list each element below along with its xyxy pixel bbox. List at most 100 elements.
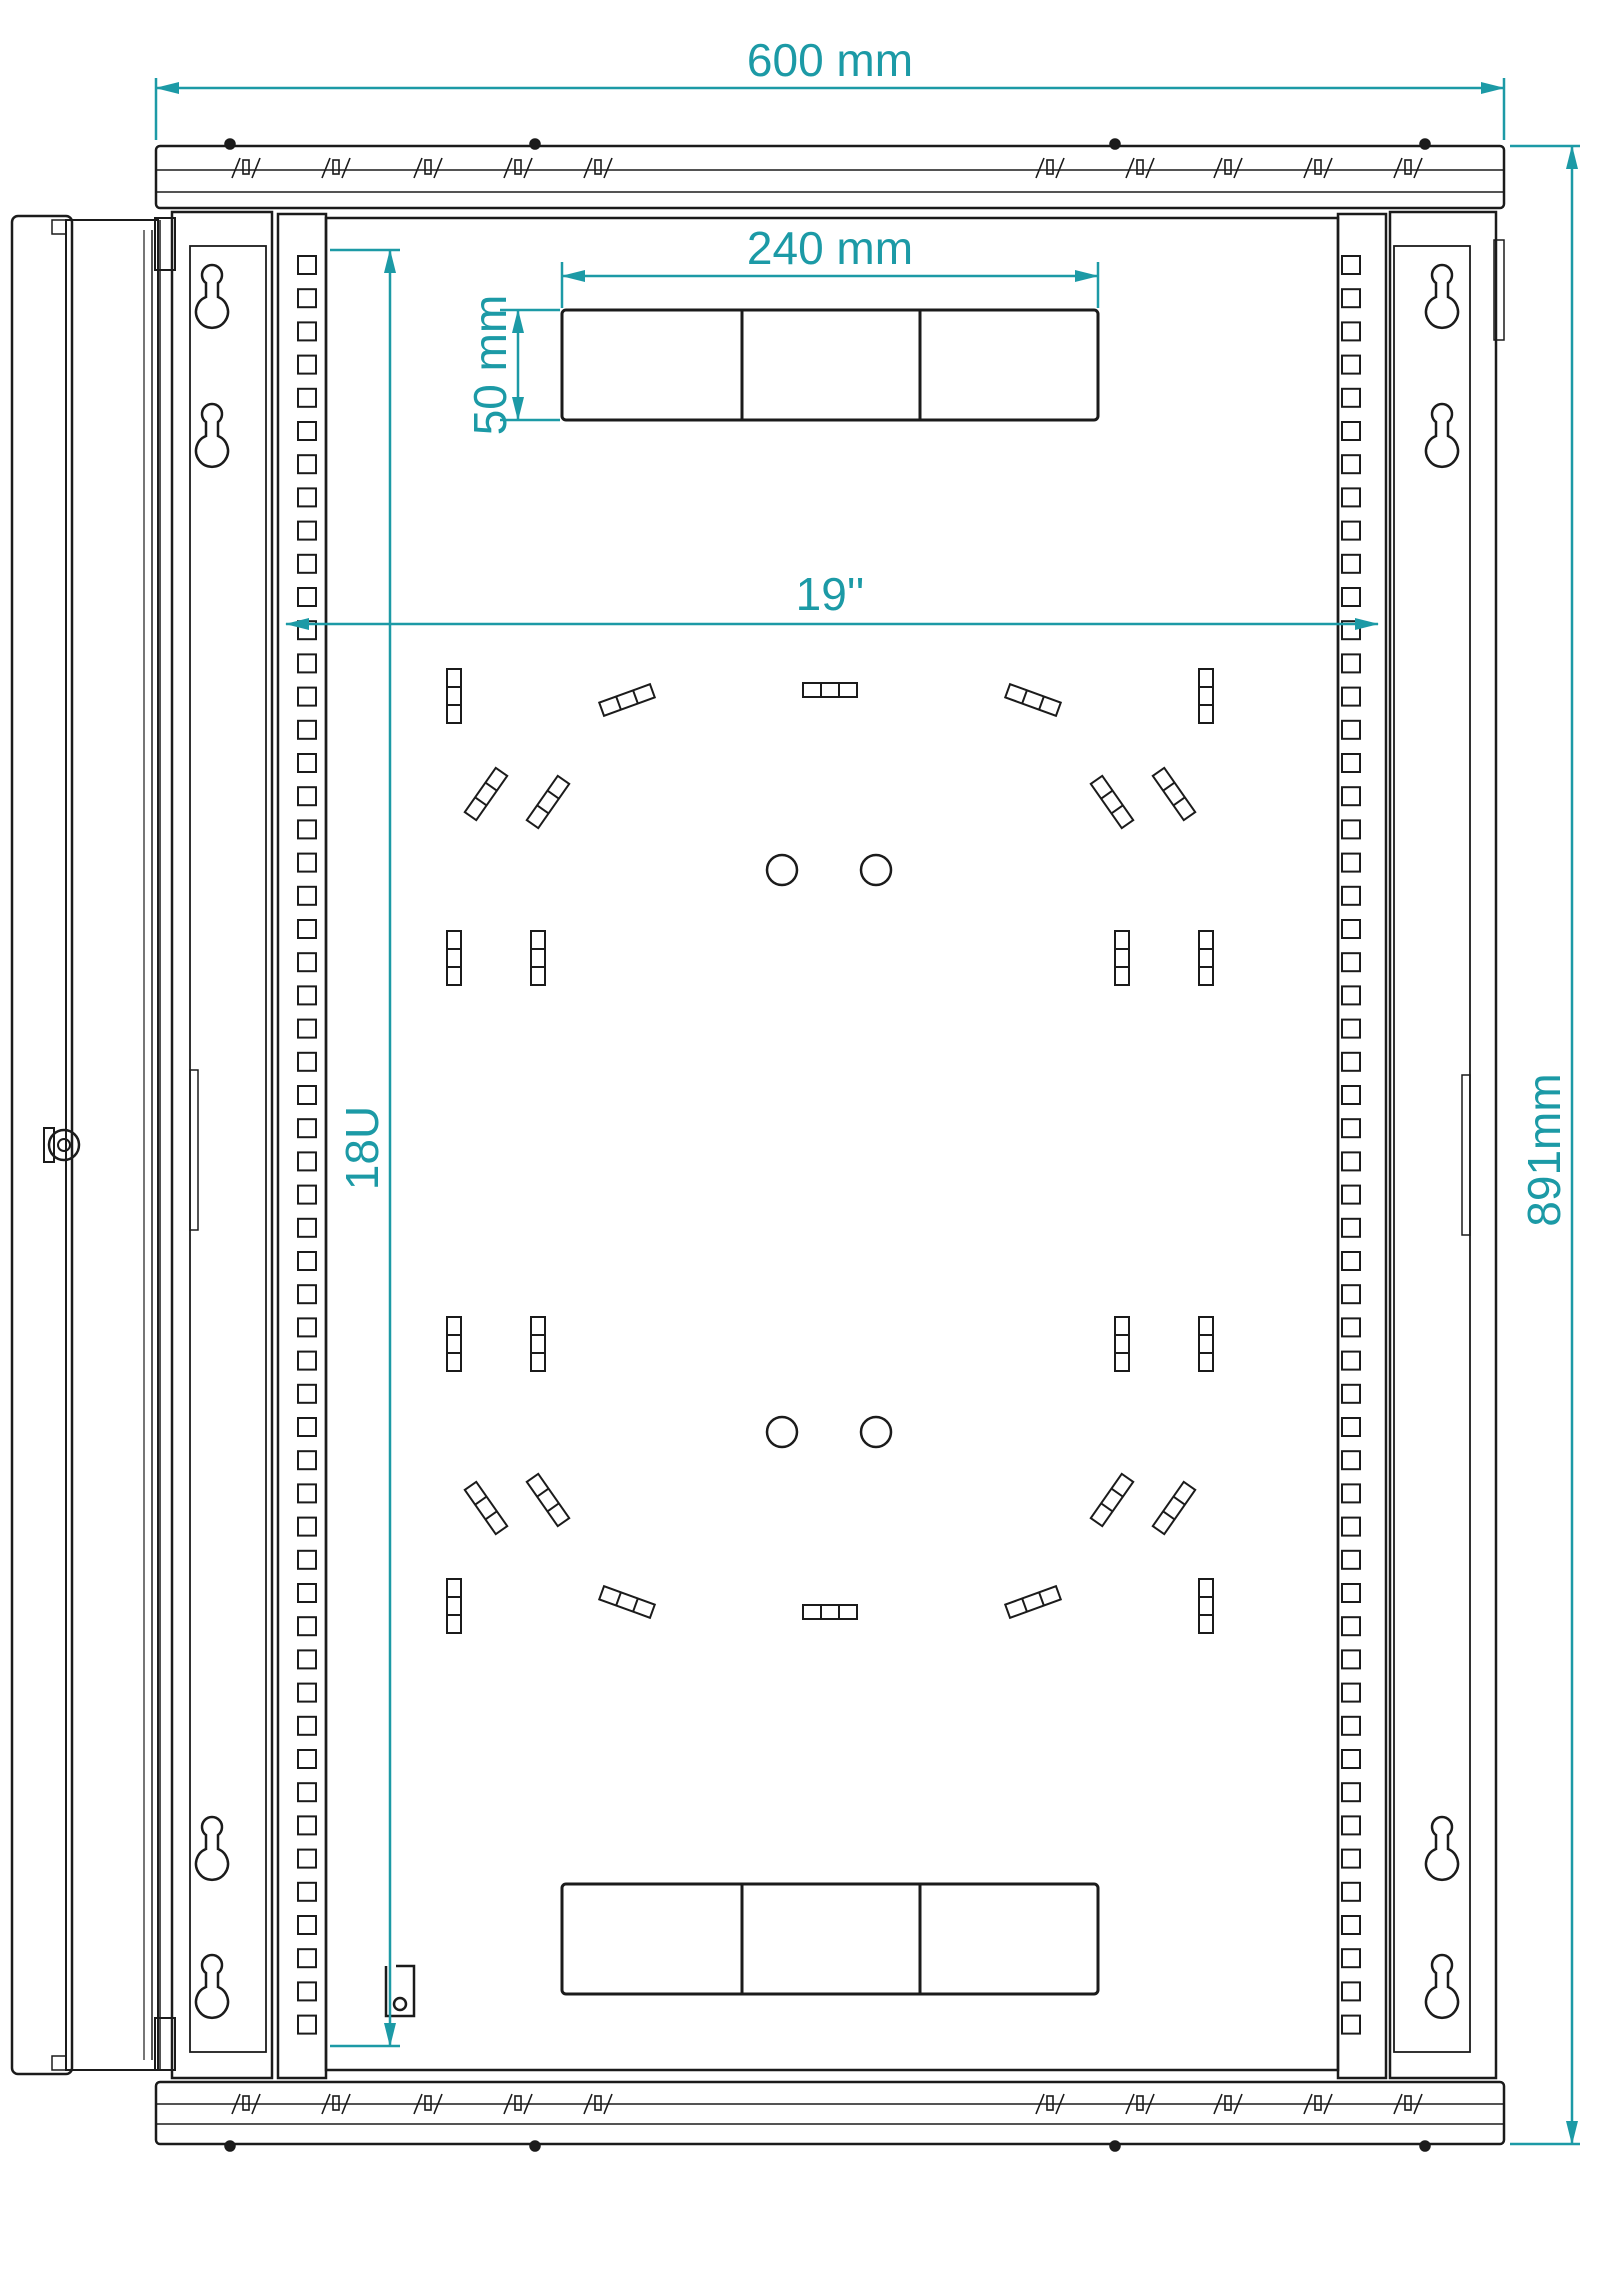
panel-slot [446,1316,462,1372]
right-side-wall [1388,210,1498,2080]
upright-hole [297,1749,317,1769]
vent-slot [1404,159,1412,175]
upright-hole [297,1649,317,1670]
upright-hole [297,985,317,1006]
panel-slot [525,774,571,830]
upright-hole [297,786,317,807]
upright-hole [1341,1085,1361,1105]
upright-hole [1341,885,1361,906]
upright-hole [1341,1151,1361,1172]
panel-slot [1151,766,1197,822]
upright-hole [297,1018,317,1039]
panel-slot [525,1472,571,1528]
upright-hole [297,1085,317,1105]
upright-hole [1341,1483,1361,1504]
upright-hole [1341,1682,1361,1703]
upright-hole [1341,587,1361,607]
upright-hole [297,653,317,674]
upright-hole [1341,686,1361,707]
vent-slot [523,157,533,179]
upright-hole [297,1583,317,1603]
vent-slot [1035,2093,1045,2115]
vent-slot [1046,159,1054,175]
left-side-wall [170,210,274,2080]
upright-hole [297,454,317,475]
upright-hole [1341,719,1361,740]
upright-hole [1341,1118,1361,1139]
upright-hole [297,1715,317,1736]
upright-hole [297,288,317,309]
vent-slot [1314,2095,1322,2111]
rail-vent-slots [231,157,1423,2115]
upright-hole [297,1051,317,1072]
upright-hole [297,686,317,707]
vent-slot [1055,157,1065,179]
vent-slot [1125,2093,1135,2115]
upright-hole [297,1184,317,1205]
upright-hole [297,520,317,541]
upright-hole [297,1251,317,1271]
upright-hole [1341,1749,1361,1769]
panel-slot [1151,1480,1197,1536]
upright-hole [297,719,317,740]
vent-slot [583,157,593,179]
vent-slot [514,2095,522,2111]
upright-hole [297,1350,317,1371]
upright-hole [1341,653,1361,674]
vent-slot [503,157,513,179]
upright-hole [297,1881,317,1902]
upright-hole [1341,1251,1361,1271]
bottom-cable-cutouts [560,1882,1100,1996]
upright-hole [1341,387,1361,408]
vent-slot [1125,157,1135,179]
panel-slot [1003,682,1063,718]
upright-hole [297,1782,317,1803]
upright-hole [297,587,317,607]
upright-hole [1341,288,1361,309]
vent-slot [321,157,331,179]
upright-hole [1341,1317,1361,1338]
vent-slot [1145,2093,1155,2115]
panel-slot [446,1578,462,1634]
upright-hole [1341,255,1361,275]
upright-hole [1341,1715,1361,1736]
vent-slot [1323,2093,1333,2115]
upright-mounting-holes [297,255,1361,2035]
vent-slot [1233,2093,1243,2115]
cutout-width-label: 240 mm [747,222,913,274]
round-holes [765,853,893,1449]
upright-hole [1341,852,1361,873]
vent-slot [1314,159,1322,175]
vent-slot [242,2095,250,2111]
cabinet-body [154,144,1506,2146]
panel-slot [1114,1316,1130,1372]
upright-hole [297,255,317,275]
panel-slot [1114,930,1130,986]
vent-slot [341,157,351,179]
panel-slot [802,682,858,698]
upright-hole [297,487,317,508]
keyhole-icon [1424,263,1460,329]
upright-hole [1341,1417,1361,1437]
dimension-lines [154,78,1580,2146]
vent-slot [332,159,340,175]
upright-hole [1341,1350,1361,1371]
vent-slot [1213,157,1223,179]
upright-hole [1341,786,1361,807]
bottom-rail [154,2080,1506,2146]
upright-hole [297,1118,317,1139]
upright-hole [297,553,317,574]
vent-slot [594,2095,602,2111]
vent-slot [603,157,613,179]
upright-hole [1341,321,1361,342]
upright-hole [297,1483,317,1504]
top-cable-cutouts [560,308,1100,422]
upright-hole [297,753,317,773]
vent-slot [1145,157,1155,179]
rack-width-label: 19'' [796,568,865,620]
upright-hole [297,885,317,906]
upright-hole [297,819,317,840]
upright-hole [297,1815,317,1836]
upright-hole [1341,819,1361,840]
vent-slot [1303,157,1313,179]
